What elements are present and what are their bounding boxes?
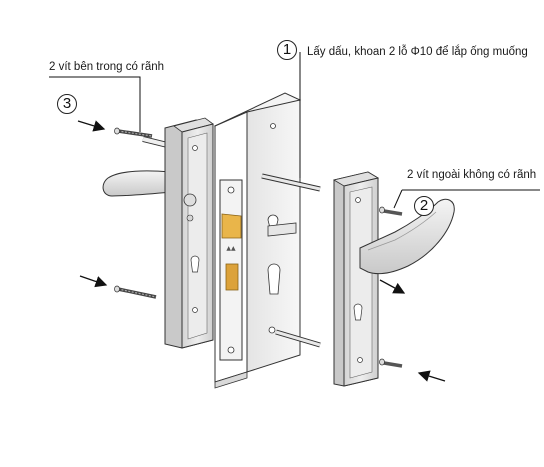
outer-escutcheon-plate	[332, 171, 380, 387]
spindle	[267, 222, 297, 237]
leader-lines	[49, 52, 540, 209]
screw-hole-icon	[227, 186, 235, 194]
door-cutouts	[267, 123, 281, 334]
mortise-lock-body: ▲▲	[219, 179, 243, 361]
arrow-icon	[79, 275, 108, 288]
arrow-icon	[417, 370, 446, 382]
latch-bolt	[221, 213, 242, 239]
outer-screw-top	[379, 206, 403, 216]
inner-screw-top	[114, 127, 153, 138]
leader-step3	[49, 76, 141, 132]
inner-escutcheon-plate	[164, 117, 214, 349]
inner-screw-bottom	[114, 285, 157, 299]
through-tube-bottom	[275, 329, 321, 348]
through-tube-top	[261, 173, 321, 192]
leader-step2-tip	[393, 189, 403, 209]
arrow-icon	[379, 279, 406, 294]
screw-hole-icon	[227, 346, 235, 354]
outer-screw-bottom	[379, 358, 403, 368]
step-1-badge: 1	[277, 40, 297, 60]
svg-text:▲▲: ▲▲	[226, 245, 236, 252]
step-3-badge: 3	[57, 94, 77, 114]
dead-bolt	[225, 263, 239, 291]
step-2-badge: 2	[414, 196, 434, 216]
direction-arrows	[77, 120, 446, 382]
step-1-text: Lấy dấu, khoan 2 lỗ Φ10 để lắp ống muống	[307, 46, 528, 58]
keyhole-icon	[190, 255, 200, 273]
thumb-turn	[183, 193, 197, 207]
arrow-icon	[77, 120, 106, 132]
step-3-text: 2 vít bên trong có rãnh	[49, 61, 165, 73]
step-2-text: 2 vít ngoài không có rãnh	[407, 169, 537, 181]
keyhole-icon	[353, 303, 363, 321]
